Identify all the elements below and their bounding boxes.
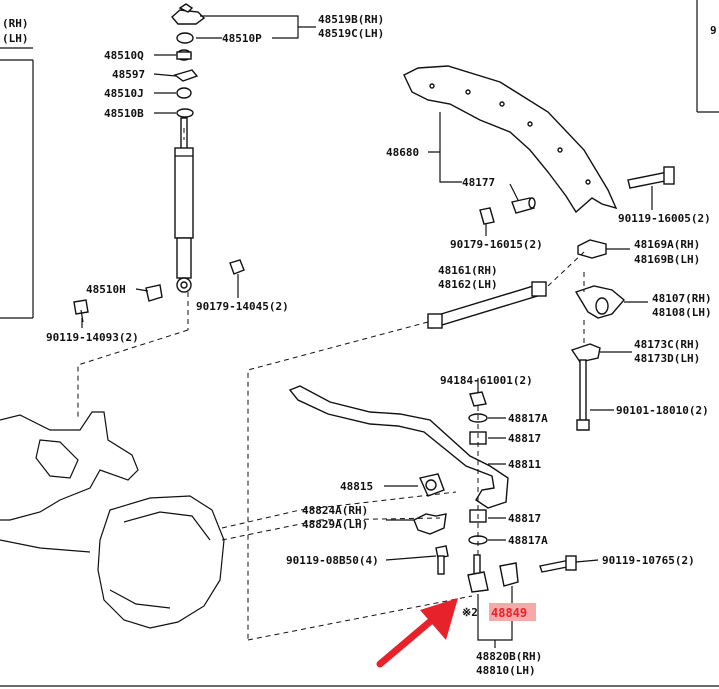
stabilizer-link-group xyxy=(467,391,577,593)
label-48680[interactable]: 48680 xyxy=(386,146,419,159)
label-48161-rh[interactable]: 48161(RH) xyxy=(438,264,498,277)
label-90119-10765[interactable]: 90119-10765(2) xyxy=(602,554,695,567)
assembly-guide-lines xyxy=(77,251,585,641)
label-90119-16005[interactable]: 90119-16005(2) xyxy=(618,212,711,225)
label-48519-rh[interactable]: 48519B(RH) xyxy=(318,13,384,26)
label-48510h[interactable]: 48510H xyxy=(86,283,126,296)
label-48824a-rh[interactable]: 48824A(RH) xyxy=(302,504,368,517)
corner-left-label-2: (LH) xyxy=(2,32,29,45)
label-48817a-top[interactable]: 48817A xyxy=(508,412,548,425)
label-90179-14045[interactable]: 90179-14045(2) xyxy=(196,300,289,313)
label-48107-rh[interactable]: 48107(RH) xyxy=(652,292,712,305)
part-labels: 48519B(RH) 48519C(LH) 48510P 48510Q 4859… xyxy=(46,13,712,677)
label-90119-14093[interactable]: 90119-14093(2) xyxy=(46,331,139,344)
label-48108-lh[interactable]: 48108(LH) xyxy=(652,306,712,319)
label-48817-bottom[interactable]: 48817 xyxy=(508,512,541,525)
label-48817-top[interactable]: 48817 xyxy=(508,432,541,445)
label-48815[interactable]: 48815 xyxy=(340,480,373,493)
steering-knuckle-group xyxy=(0,411,225,629)
label-48829a-lh[interactable]: 48829A(LH) xyxy=(302,518,368,531)
leader-lines xyxy=(81,15,653,648)
pointer-arrow-icon xyxy=(376,598,458,668)
label-48177[interactable]: 48177 xyxy=(462,176,495,189)
label-94184-61001[interactable]: 94184-61001(2) xyxy=(440,374,533,387)
label-48173d-lh[interactable]: 48173D(LH) xyxy=(634,352,700,365)
label-48597[interactable]: 48597 xyxy=(112,68,145,81)
shock-absorber-group xyxy=(73,3,245,330)
label-48169-rh[interactable]: 48169A(RH) xyxy=(634,238,700,251)
label-note-mark: ※2 xyxy=(462,606,478,619)
label-48811[interactable]: 48811 xyxy=(508,458,541,471)
label-48510j[interactable]: 48510J xyxy=(104,87,144,100)
crossmember-group xyxy=(403,65,675,431)
label-90179-16015[interactable]: 90179-16015(2) xyxy=(450,238,543,251)
label-48162-lh[interactable]: 48162(LH) xyxy=(438,278,498,291)
corner-right-label: 9 xyxy=(710,24,717,37)
stabilizer-bar-group xyxy=(288,385,509,575)
label-48510p[interactable]: 48510P xyxy=(222,32,262,45)
label-48820b-rh[interactable]: 48820B(RH) xyxy=(476,650,542,663)
label-48817a-bottom[interactable]: 48817A xyxy=(508,534,548,547)
label-90119-08b50[interactable]: 90119-08B50(4) xyxy=(286,554,379,567)
label-90101-18010[interactable]: 90101-18010(2) xyxy=(616,404,709,417)
label-48849[interactable]: 48849 xyxy=(491,606,527,620)
label-48510q[interactable]: 48510Q xyxy=(104,49,144,62)
label-48169-lh[interactable]: 48169B(LH) xyxy=(634,253,700,266)
highlight-box xyxy=(489,603,536,621)
label-48510b[interactable]: 48510B xyxy=(104,107,144,120)
label-48519-lh[interactable]: 48519C(LH) xyxy=(318,27,384,40)
label-48173c-rh[interactable]: 48173C(RH) xyxy=(634,338,700,351)
corner-left-label-1: (RH) xyxy=(2,17,29,30)
label-48810-lh[interactable]: 48810(LH) xyxy=(476,664,536,677)
